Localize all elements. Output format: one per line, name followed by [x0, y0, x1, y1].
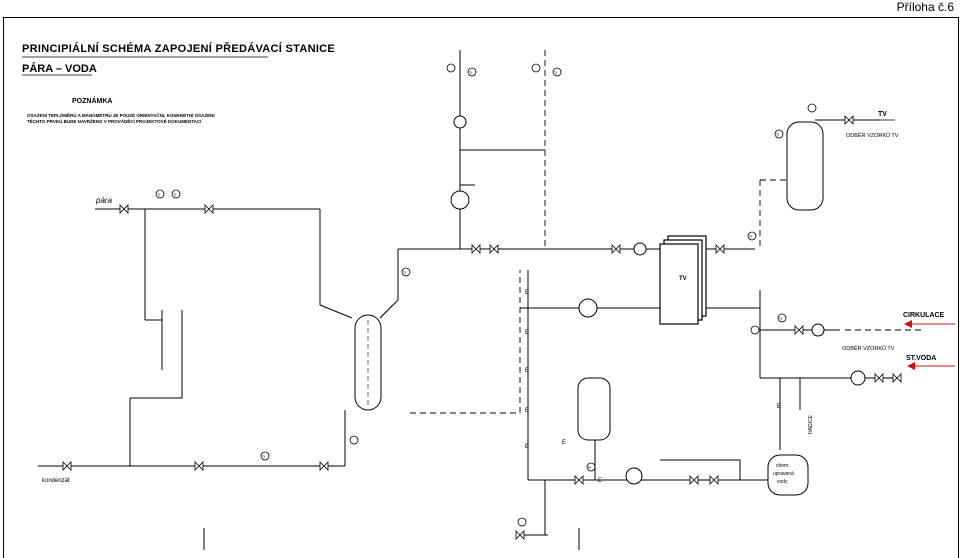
- cirkulace-label: CIRKULACE: [903, 312, 945, 319]
- tv-exchanger-label: TV: [679, 276, 687, 282]
- ti-label: TI: [403, 271, 406, 275]
- tv-exchanger: TV: [659, 235, 707, 325]
- odber-label-top: ODBĚR VZORKŮ TV: [846, 131, 899, 139]
- pipework: [38, 50, 900, 550]
- annex-label: Příloha č.6: [896, 0, 954, 14]
- chem-label-1: chem.: [776, 463, 790, 469]
- ti-label: TI: [554, 71, 557, 75]
- kondenzat-label: kondenzát: [42, 478, 70, 484]
- ti-label: TI: [776, 133, 779, 137]
- chem-label-2: upravená: [773, 471, 794, 477]
- filter-symbol: [850, 370, 866, 386]
- e-label: E: [562, 440, 566, 446]
- e-label: E: [777, 404, 781, 410]
- para-label: pára: [95, 196, 113, 205]
- expansion-vessel: [577, 377, 611, 441]
- diagram-subtitle: PÁRA – VODA: [22, 63, 97, 75]
- ti-label: TI: [469, 71, 472, 75]
- note-text: OSAZENÍ TEPLOMĚRŮ A MANOMETRŮ JE POUZE O…: [27, 113, 215, 124]
- pumps: [450, 115, 866, 485]
- ti-label: TI: [262, 455, 265, 459]
- e-label: E: [525, 290, 529, 296]
- drawing-frame: [3, 17, 959, 558]
- note-heading: POZNÁMKA: [72, 98, 113, 105]
- filter-symbol: [578, 298, 598, 318]
- signal-lines: [410, 50, 925, 414]
- diagram-title: PRINCIPIÁLNÍ SCHÉMA ZAPOJENÍ PŘEDÁVACÍ S…: [22, 43, 336, 55]
- e-label: E: [598, 478, 602, 484]
- e-label: E: [525, 330, 529, 336]
- odber-label-bottom: ODBĚR VZORKŮ TV: [842, 344, 895, 352]
- ti-label: TI: [173, 193, 176, 197]
- e-label: E: [525, 408, 529, 414]
- instruments: [155, 63, 817, 527]
- pump-symbol: [633, 242, 647, 256]
- pump-symbol: [453, 115, 467, 129]
- storage-tank: [786, 121, 824, 211]
- pump-symbol: [811, 323, 825, 337]
- e-label: E: [525, 368, 529, 374]
- filter-symbol: [450, 190, 470, 210]
- hadice-label: HADICE: [808, 414, 814, 434]
- e-label: E: [525, 444, 529, 450]
- chem-label-3: vody: [777, 479, 788, 485]
- ti-label: TI: [157, 193, 160, 197]
- valves: [62, 115, 902, 540]
- chem-vessel: chem. upravená vody: [767, 454, 809, 496]
- ti-label: TI: [749, 235, 752, 239]
- filter-symbol: [625, 467, 643, 485]
- tv-line-label: TV: [878, 111, 887, 118]
- pi-label: PI: [588, 466, 591, 470]
- ti-label: TI: [779, 317, 782, 321]
- st-voda-label: ST.VODA: [906, 355, 936, 362]
